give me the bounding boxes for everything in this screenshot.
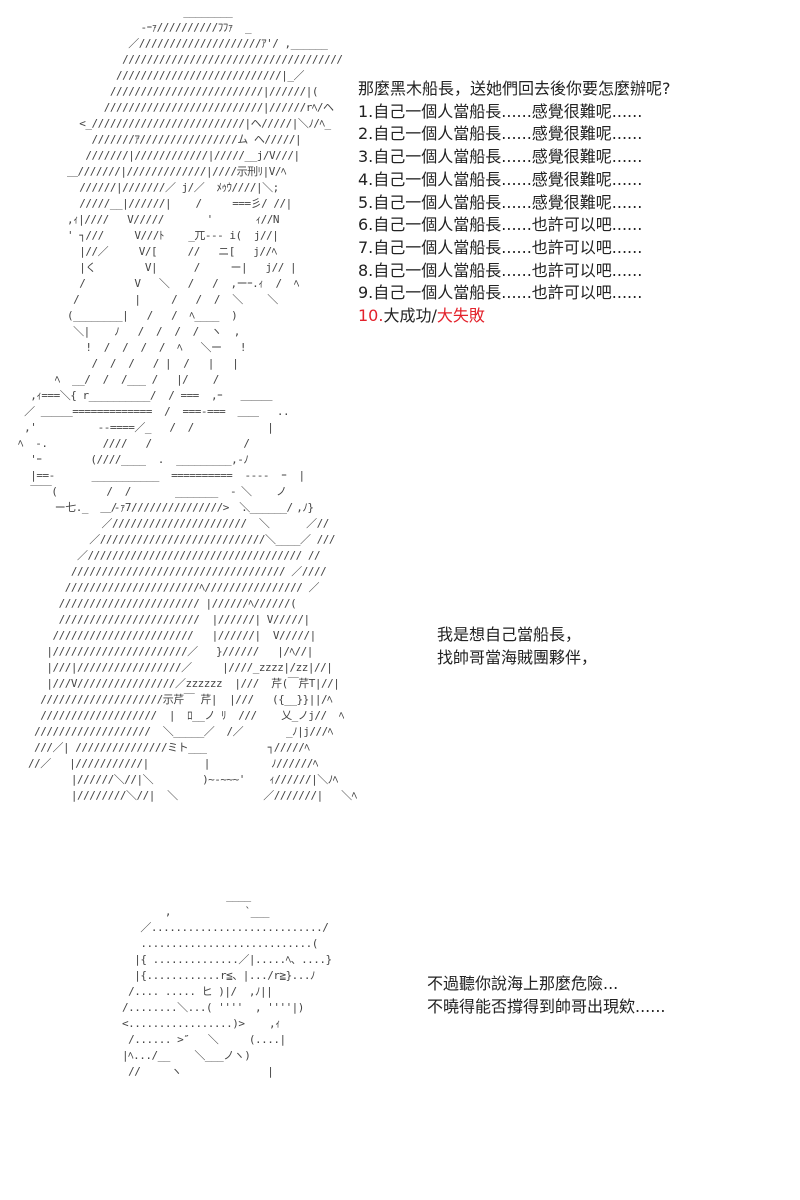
choice-list: 那麼黑木船長，送她們回去後你要怎麼辦呢? 1.自己一個人當船長......感覺很… [358, 78, 671, 328]
dialogue-line-1: 我是想自己當船長， [437, 625, 582, 644]
panel-1: ________ -ｰｧ//////////ﾌﾌｧ _ ／///////////… [0, 0, 800, 514]
option-7: 7.自己一個人當船長......也許可以吧...... [358, 237, 643, 257]
ascii-art-girl-worried: ____ , `___ ／...........................… [122, 889, 332, 1078]
option-8: 8.自己一個人當船長......也許可以吧...... [358, 260, 643, 280]
dialogue-box: 不過聽你說海上那麼危險... 不曉得能否撐得到帥哥出現欸...... [427, 973, 666, 1018]
ascii-art-captain-smug: _______ - -ｧ7///////////////> . ,ﾉ} ／///… [28, 485, 357, 802]
question-text: 那麼黑木船長，送她們回去後你要怎麼辦呢? [358, 79, 671, 98]
option-6: 6.自己一個人當船長......也許可以吧...... [358, 215, 643, 235]
option-2: 2.自己一個人當船長......感覺很難呢...... [358, 124, 643, 144]
option-10-number: 10. [358, 306, 384, 326]
dialogue-line-1: 不過聽你說海上那麼危險... [427, 974, 619, 993]
option-10-failure: 大失敗 [436, 306, 485, 326]
dialogue-line-2: 不曉得能否撐得到帥哥出現欸...... [427, 996, 666, 1016]
option-10-success: 大成功 [383, 306, 432, 326]
option-1: 1.自己一個人當船長......感覺很難呢...... [358, 101, 643, 121]
ascii-art-captain-seated: ________ -ｰｧ//////////ﾌﾌｧ _ ／///////////… [18, 5, 343, 514]
option-10: 10.大成功/大失敗 [358, 305, 671, 328]
option-9: 9.自己一個人當船長......也許可以吧...... [358, 283, 643, 303]
dialogue-line-2: 找帥哥當海賊團夥伴， [437, 647, 598, 667]
option-3: 3.自己一個人當船長......感覺很難呢...... [358, 147, 643, 167]
panel-2: _______ - -ｧ7///////////////> . ,ﾉ} ／///… [0, 480, 800, 810]
dialogue-box: 我是想自己當船長， 找帥哥當海賊團夥伴， [437, 624, 597, 669]
option-4: 4.自己一個人當船長......感覺很難呢...... [358, 169, 643, 189]
option-10-separator: / [431, 306, 437, 326]
panel-3: ____ , `___ ／...........................… [0, 880, 800, 1120]
option-5: 5.自己一個人當船長......感覺很難呢...... [358, 192, 643, 212]
